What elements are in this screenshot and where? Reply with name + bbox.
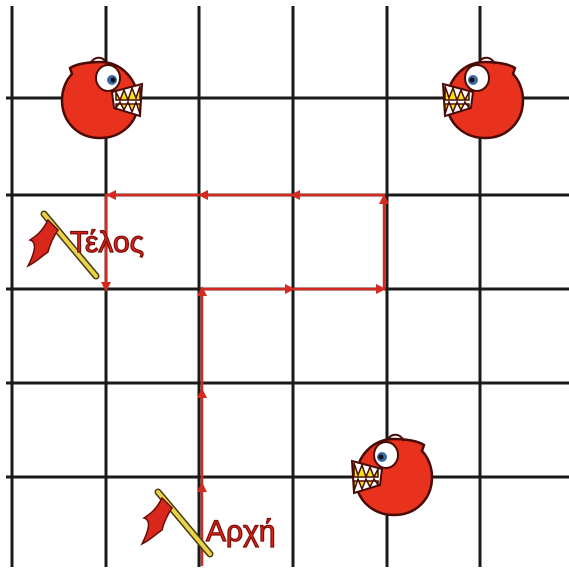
start-label: Αρχή bbox=[206, 515, 276, 548]
route-path bbox=[106, 195, 384, 566]
chomper-monster-icon bbox=[352, 435, 432, 515]
chomper-monster-icon bbox=[62, 58, 142, 138]
route-arrows bbox=[101, 190, 389, 492]
route-line bbox=[106, 195, 384, 566]
end-label: Τέλος bbox=[70, 226, 144, 259]
chomper-monster-icon bbox=[443, 58, 523, 138]
